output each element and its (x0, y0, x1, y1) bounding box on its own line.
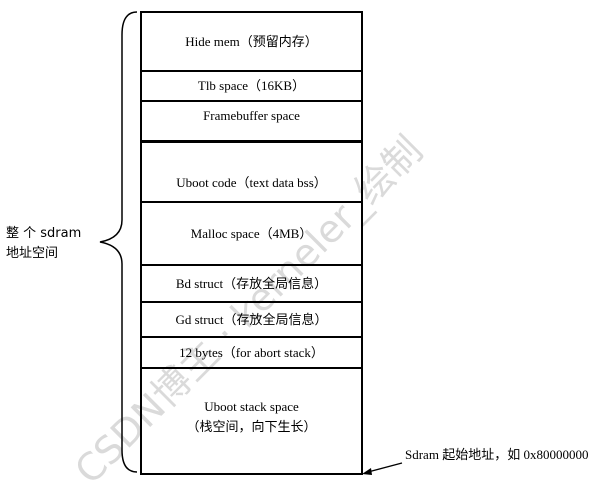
segment-label: Bd struct（存放全局信息） (175, 275, 328, 291)
brace-label-line2: 地址空间 (6, 246, 59, 261)
segment-bd-struct: Bd struct（存放全局信息） (142, 266, 361, 303)
segment-label: Framebuffer space (203, 108, 300, 123)
segment-label: Tlb space（16KB） (197, 78, 306, 93)
segment-uboot-code: Uboot code（text data bss） (142, 146, 361, 203)
segment-gd-struct: Gd struct（存放全局信息） (142, 303, 361, 338)
segment-label: Malloc space（4MB） (190, 225, 313, 241)
segment-framebuffer: Framebuffer space (142, 102, 361, 143)
segment-tlb: Tlb space（16KB） (142, 72, 361, 102)
segment-label: Uboot code（text data bss） (176, 174, 327, 190)
brace-label-line1: 整 个 sdram (6, 226, 82, 241)
segment-label: 12 bytes（for abort stack） (179, 344, 324, 360)
segment-label: Gd struct（存放全局信息） (175, 311, 328, 327)
segment-uboot-stack: Uboot stack space （栈空间，向下生长） (142, 369, 361, 473)
segment-malloc: Malloc space（4MB） (142, 203, 361, 266)
segment-sublabel: （栈空间，向下生长） (186, 419, 317, 434)
start-address-label: Sdram 起始地址，如 0x80000000 (405, 447, 589, 462)
brace (99, 11, 138, 473)
segment-label: Hide mem（预留内存） (185, 33, 318, 49)
segment-label: Uboot stack space (204, 399, 299, 414)
address-arrow-head (362, 468, 372, 475)
segment-hide-mem: Hide mem（预留内存） (142, 13, 361, 72)
memory-map: Hide mem（预留内存） Tlb space（16KB） Framebuff… (140, 11, 363, 475)
brace-label: 整 个 sdram 地址空间 (6, 224, 81, 264)
address-arrow-line (367, 462, 403, 473)
diagram-lines (99, 11, 403, 475)
segment-abort-stack: 12 bytes（for abort stack） (142, 338, 361, 369)
